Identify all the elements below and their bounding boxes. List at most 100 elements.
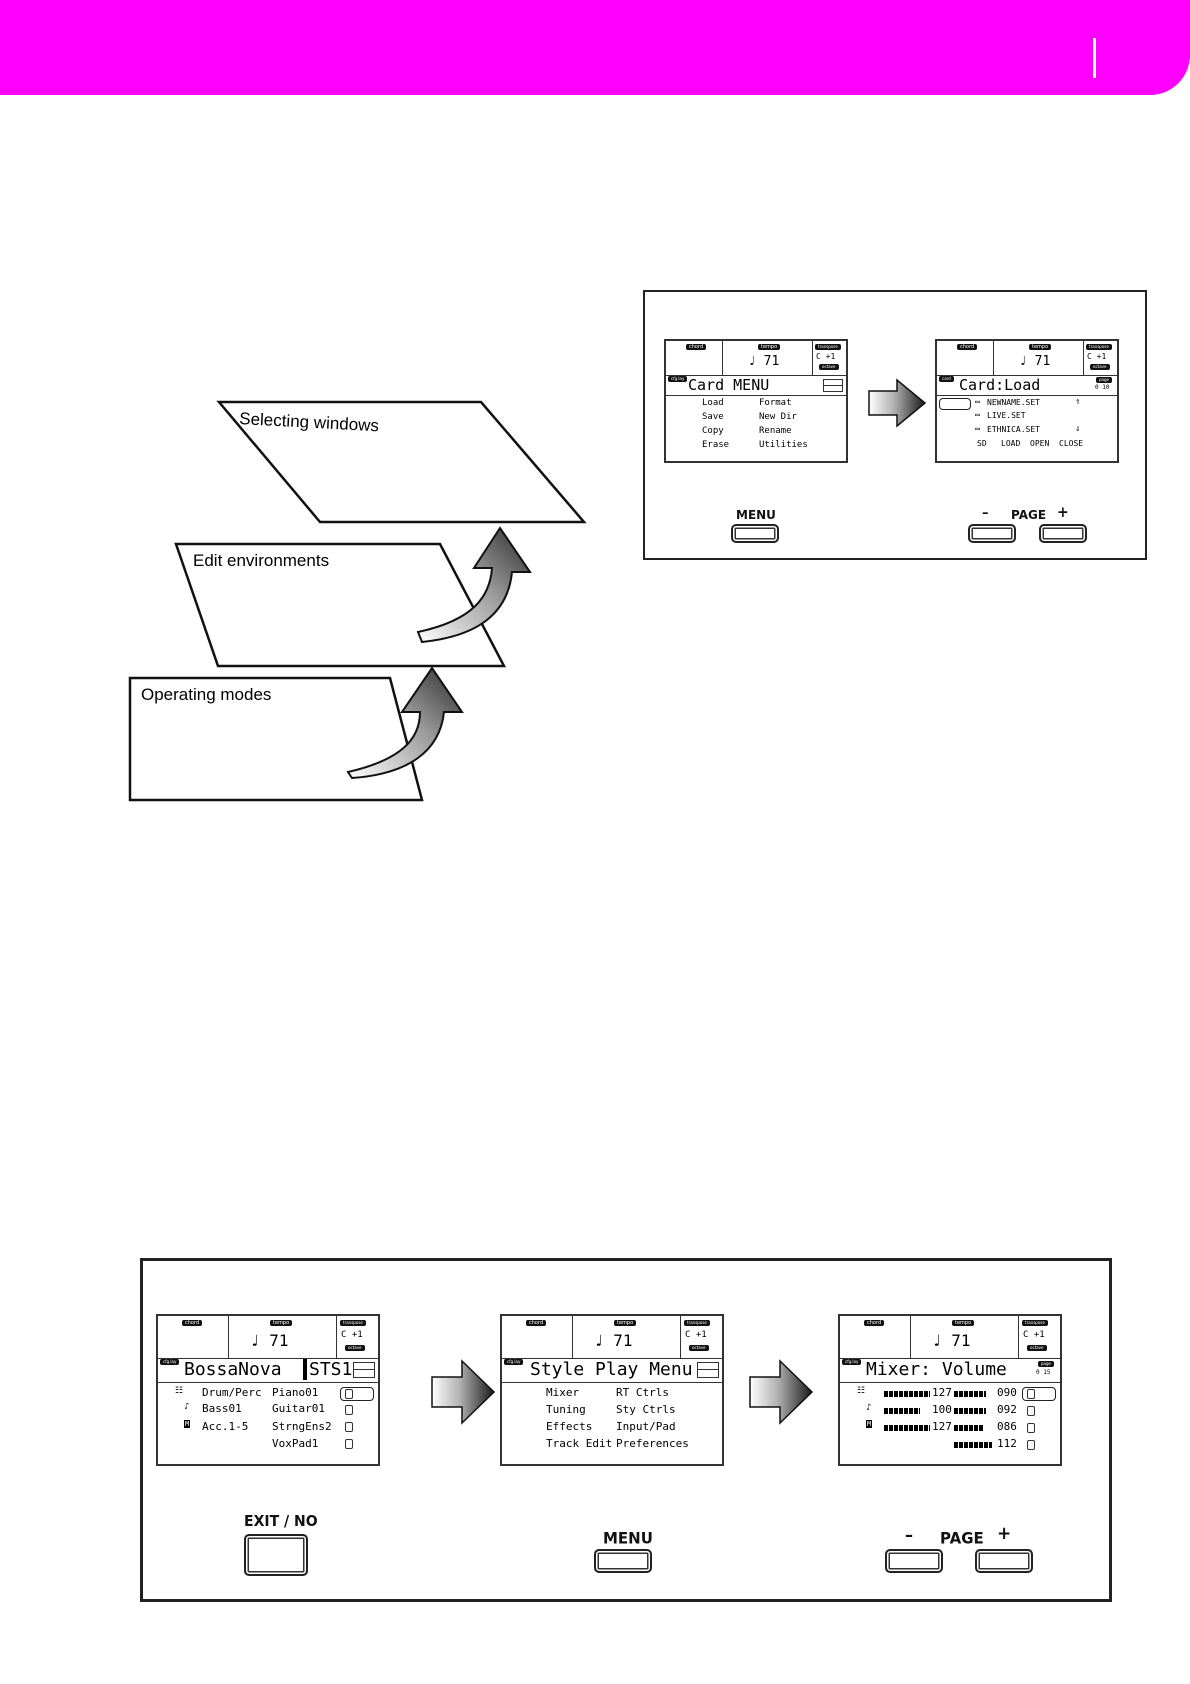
tempo-value: ♩ 71 xyxy=(250,1331,289,1350)
menu-item-format[interactable]: Format xyxy=(759,398,792,408)
command-open[interactable]: OPEN xyxy=(1030,439,1050,448)
bass-track-icon: ♪ xyxy=(866,1403,872,1413)
volume-value: 127 xyxy=(932,1420,952,1433)
menu-item-mixer[interactable]: Mixer xyxy=(546,1386,580,1399)
tempo-tag: tempo xyxy=(614,1320,637,1326)
track-right[interactable]: Guitar01 xyxy=(272,1402,325,1415)
page-value: 0 15 xyxy=(1036,1369,1051,1376)
chord-tag: chord xyxy=(686,344,707,350)
volume-bar xyxy=(954,1391,986,1397)
transpose-value: C +1 xyxy=(1023,1330,1045,1340)
page-plus-button[interactable] xyxy=(975,1549,1033,1573)
page-label: PAGE xyxy=(940,1528,984,1548)
command-sd[interactable]: SD xyxy=(977,439,987,448)
lcd-card-menu: chord tempo ♩ 71 transpose C +1 octave c… xyxy=(664,339,848,463)
menu-item-input-pad[interactable]: Input/Pad xyxy=(616,1420,676,1433)
volume-bar xyxy=(954,1425,984,1431)
chord-tag: chord xyxy=(957,344,978,350)
lcd-title: Card MENU xyxy=(688,376,770,394)
track-right[interactable]: StrngEns2 xyxy=(272,1420,332,1433)
selection-frame xyxy=(939,398,971,410)
exit-no-button[interactable] xyxy=(244,1534,308,1576)
track-left[interactable]: Bass01 xyxy=(202,1402,242,1415)
menu-item-track-edit[interactable]: Track Edit xyxy=(546,1437,613,1450)
volume-value: 127 xyxy=(932,1386,952,1399)
mode-tag: cfg.lay xyxy=(842,1359,862,1365)
tempo-value: ♩ 71 xyxy=(594,1331,633,1350)
slot-icon xyxy=(1027,1423,1035,1433)
mode-tag: cfg.lay xyxy=(668,376,688,382)
menu-item-load[interactable]: Load xyxy=(702,398,724,408)
file-item[interactable]: NEWNAME.SET xyxy=(987,398,1040,407)
transpose-tag: transpose xyxy=(1022,1320,1048,1326)
window-icon xyxy=(823,379,843,392)
volume-value: 092 xyxy=(997,1403,1017,1416)
page-label: PAGE xyxy=(1011,507,1047,523)
page-value: 0 10 xyxy=(1095,384,1110,391)
transpose-value: C +1 xyxy=(816,352,836,361)
folder-icon: ▭ xyxy=(975,397,980,406)
figure-style-play: chord tempo ♩ 71 transpose C +1 octave c… xyxy=(140,1258,1112,1602)
page-minus-label: – xyxy=(982,505,989,522)
file-item[interactable]: LIVE.SET xyxy=(987,411,1026,420)
track-left[interactable]: Drum/Perc xyxy=(202,1386,262,1399)
octave-tag: octave xyxy=(345,1345,365,1351)
slot-icon xyxy=(345,1405,353,1415)
transpose-tag: transpose xyxy=(340,1320,366,1326)
page-minus-button[interactable] xyxy=(968,524,1016,543)
volume-value: 100 xyxy=(932,1403,952,1416)
tempo-value: ♩ 71 xyxy=(1019,354,1051,369)
sheet-operating-modes xyxy=(128,676,424,802)
folder-icon: ▭ xyxy=(975,424,980,433)
slot-icon xyxy=(345,1389,353,1399)
command-close[interactable]: CLOSE xyxy=(1059,439,1084,448)
mode-tag: cfg.lay xyxy=(160,1359,180,1365)
menu-item-erase[interactable]: Erase xyxy=(702,440,730,450)
header-band xyxy=(0,0,1190,95)
volume-value: 090 xyxy=(997,1386,1017,1399)
curved-arrow-icon xyxy=(416,526,532,644)
transpose-value: C +1 xyxy=(1087,352,1107,361)
scroll-down-icon[interactable]: ⇓ xyxy=(1075,424,1081,434)
track-left[interactable]: Acc.1-5 xyxy=(202,1420,249,1433)
lcd-style-play-menu: chord tempo ♩ 71 transpose C +1 octave c… xyxy=(500,1314,724,1466)
figure-card-menu: chord tempo ♩ 71 transpose C +1 octave c… xyxy=(643,290,1147,560)
sheet-selecting-windows xyxy=(216,400,587,524)
tempo-value: ♩ 71 xyxy=(932,1331,971,1350)
slot-icon xyxy=(1027,1440,1035,1450)
file-item[interactable]: ETHNICA.SET xyxy=(987,425,1040,434)
menu-item-effects[interactable]: Effects xyxy=(546,1420,593,1433)
drum-track-icon: ☷ xyxy=(857,1386,866,1396)
track-right[interactable]: VoxPad1 xyxy=(272,1437,319,1450)
page-minus-button[interactable] xyxy=(885,1549,943,1573)
menu-item-new-dir[interactable]: New Dir xyxy=(759,412,797,422)
menu-button[interactable] xyxy=(594,1549,652,1573)
scroll-up-icon[interactable]: ⇑ xyxy=(1075,397,1081,407)
track-right[interactable]: Piano01 xyxy=(272,1386,319,1399)
menu-item-save[interactable]: Save xyxy=(702,412,724,422)
slot-icon xyxy=(1027,1389,1035,1399)
menu-item-tuning[interactable]: Tuning xyxy=(546,1403,586,1416)
slot-icon xyxy=(1027,1406,1035,1416)
menu-item-sty-ctrls[interactable]: Sty Ctrls xyxy=(616,1403,676,1416)
menu-item-rt-ctrls[interactable]: RT Ctrls xyxy=(616,1386,669,1399)
page-plus-label: + xyxy=(1057,504,1069,522)
arrow-right-icon xyxy=(868,378,927,428)
octave-tag: octave xyxy=(1027,1345,1047,1351)
menu-item-rename[interactable]: Rename xyxy=(759,426,792,436)
lcd-title: Card:Load xyxy=(959,376,1041,394)
menu-item-copy[interactable]: Copy xyxy=(702,426,724,436)
lcd-title-right: STS1 xyxy=(303,1359,352,1380)
window-icon xyxy=(353,1362,375,1378)
menu-button[interactable] xyxy=(731,524,779,543)
lcd-title: Mixer: Volume xyxy=(866,1359,1007,1380)
command-load[interactable]: LOAD xyxy=(1001,439,1021,448)
slot-icon xyxy=(345,1439,353,1449)
volume-bar xyxy=(954,1408,986,1414)
arrow-right-icon xyxy=(431,1359,496,1425)
menu-item-utilities[interactable]: Utilities xyxy=(759,440,808,450)
menu-item-preferences[interactable]: Preferences xyxy=(616,1437,689,1450)
page-tag: page xyxy=(1038,1361,1054,1367)
tempo-tag: tempo xyxy=(952,1320,975,1326)
page-plus-button[interactable] xyxy=(1039,524,1087,543)
